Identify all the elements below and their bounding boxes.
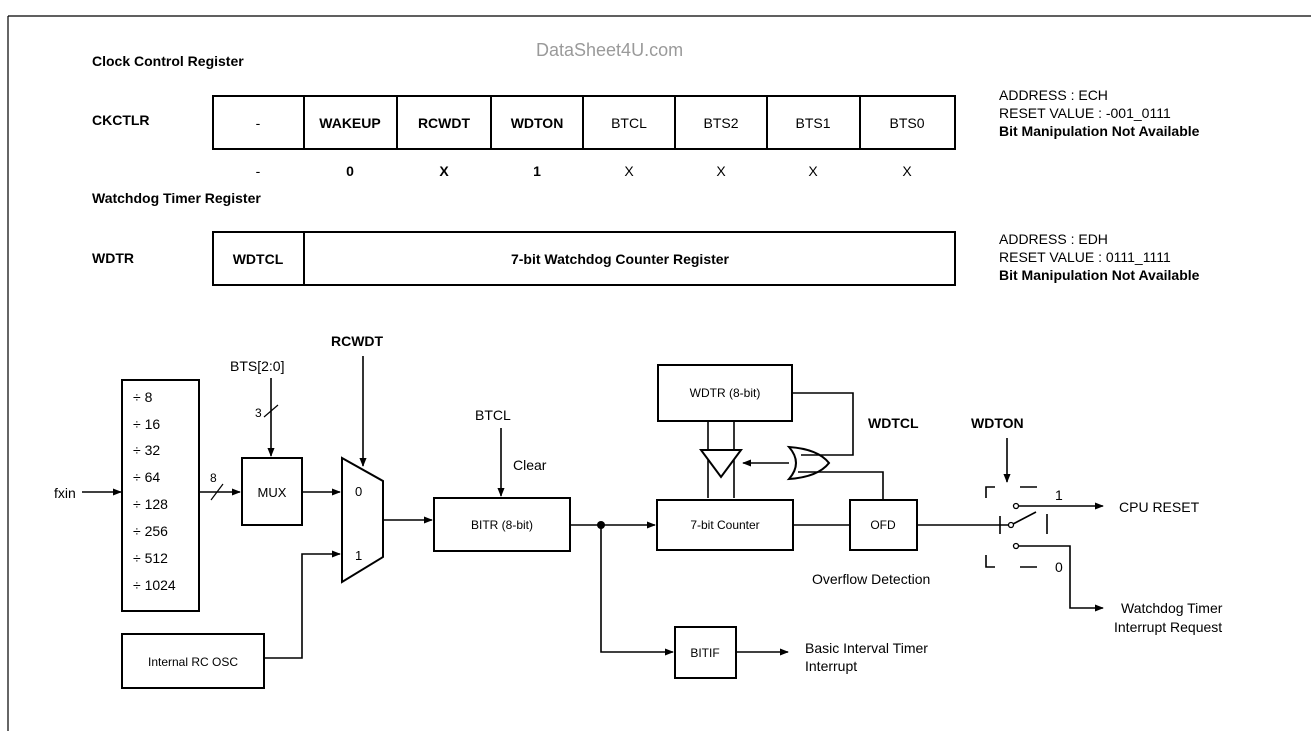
- ckctlr-bit6: WAKEUP: [319, 115, 380, 131]
- wdtr-8bit-box: [657, 364, 793, 422]
- junction-to-bitif-line: [600, 525, 674, 656]
- ckctlr-reset-bit0: X: [902, 163, 912, 179]
- clock-control-title: Clock Control Register: [92, 53, 244, 69]
- bitr-label: BITR (8-bit): [471, 518, 533, 532]
- basic-interval-timer-interrupt-line1: Basic Interval Timer: [805, 640, 928, 656]
- wdtr-to-or-feedback-line: [792, 392, 854, 456]
- wdtr-info: ADDRESS : EDH RESET VALUE : 0111_1111 Bi…: [999, 231, 1200, 283]
- div-256: ÷ 256: [133, 523, 168, 539]
- prescaler-divider-box: [121, 379, 200, 612]
- div-8: ÷ 8: [133, 389, 153, 405]
- watchdog-timer-interrupt-line2: Interrupt Request: [1114, 619, 1222, 635]
- ckctlr-bit-manipulation: Bit Manipulation Not Available: [999, 123, 1200, 139]
- bts-label: BTS[2:0]: [230, 358, 284, 374]
- or-gate: [786, 445, 831, 481]
- div-1024: ÷ 1024: [133, 577, 176, 593]
- switch-dashed-frame: [985, 486, 1048, 568]
- switch-pos-0: 0: [1055, 559, 1063, 575]
- ckctlr-reset-bit6: 0: [346, 163, 354, 179]
- btcl-label: BTCL: [475, 407, 511, 423]
- watchdog-timer-title: Watchdog Timer Register: [92, 190, 261, 206]
- watchdog-timer-interrupt-line1: Watchdog Timer: [1121, 600, 1223, 616]
- div-32: ÷ 32: [133, 442, 160, 458]
- clear-label: Clear: [513, 457, 547, 473]
- ckctlr-bit-labels: - WAKEUP RCWDT WDTON BTCL BTS2 BTS1 BTS0: [256, 115, 925, 131]
- ckctlr-bit7: -: [256, 115, 261, 131]
- ckctlr-bit2: BTS2: [703, 115, 738, 131]
- seven-bit-counter-box: [656, 499, 794, 551]
- ckctlr-reset-bit1: X: [808, 163, 818, 179]
- wdton-label: WDTON: [971, 415, 1024, 431]
- clear-buffer-triangle: [699, 449, 743, 479]
- bus-slash-8: [210, 483, 224, 501]
- rc-osc-to-selector-line: [264, 550, 341, 659]
- ckctlr-bit5: RCWDT: [418, 115, 471, 131]
- div-16: ÷ 16: [133, 416, 160, 432]
- ckctlr-reset-values: - 0 X 1 X X X X: [256, 163, 913, 179]
- wdtr-register-box: [212, 231, 956, 286]
- ckctlr-reset-value: RESET VALUE : -001_0111: [999, 105, 1171, 121]
- divider-ratios: ÷ 8 ÷ 16 ÷ 32 ÷ 64 ÷ 128 ÷ 256 ÷ 512 ÷ 1…: [133, 389, 176, 593]
- wdt-interrupt-line: [1018, 545, 1104, 612]
- seven-bit-counter-label: 7-bit Counter: [690, 518, 759, 532]
- ckctlr-reset-bit3: X: [624, 163, 634, 179]
- bitr-box: [433, 497, 571, 552]
- switch-contact-0: [1012, 542, 1020, 550]
- selector-input-0: 0: [355, 484, 362, 499]
- switch-contact-1: [1012, 502, 1020, 510]
- switch-pos-1: 1: [1055, 487, 1063, 503]
- ckctlr-reset-bit7: -: [256, 163, 261, 179]
- ckctlr-reset-bit2: X: [716, 163, 726, 179]
- mux-label: MUX: [258, 485, 287, 500]
- ofd-to-or-line: [798, 471, 884, 500]
- wdtr-reset-value: RESET VALUE : 0111_1111: [999, 249, 1171, 265]
- clock-source-selector: [341, 456, 384, 584]
- ckctlr-bit0: BTS0: [889, 115, 924, 131]
- mux-box: [241, 457, 303, 526]
- ckctlr-bit3: BTCL: [611, 115, 647, 131]
- switch-blade: [1012, 511, 1037, 525]
- ofd-label: OFD: [870, 518, 896, 532]
- wdtcl-label: WDTCL: [868, 415, 919, 431]
- bitif-label: BITIF: [690, 646, 719, 660]
- selector-input-1: 1: [355, 548, 362, 563]
- cpu-reset-label: CPU RESET: [1119, 499, 1200, 515]
- wdtr-bit-manipulation: Bit Manipulation Not Available: [999, 267, 1200, 283]
- basic-interval-timer-interrupt-line2: Interrupt: [805, 658, 857, 674]
- ckctlr-reset-bit4: 1: [533, 163, 541, 179]
- ckctlr-bit4: WDTON: [511, 115, 564, 131]
- bus-width-8: 8: [210, 471, 217, 485]
- ckctlr-address: ADDRESS : ECH: [999, 87, 1108, 103]
- ckctlr-name: CKCTLR: [92, 112, 150, 128]
- switch-pivot: [1007, 521, 1015, 529]
- wdtr-counter-field: 7-bit Watchdog Counter Register: [511, 251, 730, 267]
- ckctlr-bit1: BTS1: [795, 115, 830, 131]
- wdtr-8bit-label: WDTR (8-bit): [690, 386, 761, 400]
- bus-slash-3: [263, 404, 279, 418]
- watermark: DataSheet4U.com: [536, 40, 683, 60]
- div-64: ÷ 64: [133, 469, 160, 485]
- bitif-box: [674, 626, 737, 679]
- internal-rc-osc-label: Internal RC OSC: [148, 655, 238, 669]
- ckctlr-dividers: [303, 96, 861, 149]
- div-128: ÷ 128: [133, 496, 168, 512]
- fxin-label: fxin: [54, 485, 76, 501]
- wdtr-name: WDTR: [92, 250, 134, 266]
- bus-width-3: 3: [255, 406, 262, 420]
- ckctlr-info: ADDRESS : ECH RESET VALUE : -001_0111 Bi…: [999, 87, 1200, 139]
- overflow-detection-label: Overflow Detection: [812, 571, 930, 587]
- rcwdt-label: RCWDT: [331, 333, 384, 349]
- wdtr-bit7: WDTCL: [233, 251, 284, 267]
- wdtr-address: ADDRESS : EDH: [999, 231, 1108, 247]
- internal-rc-osc-box: [121, 633, 265, 689]
- ckctlr-reset-bit5: X: [439, 163, 449, 179]
- div-512: ÷ 512: [133, 550, 168, 566]
